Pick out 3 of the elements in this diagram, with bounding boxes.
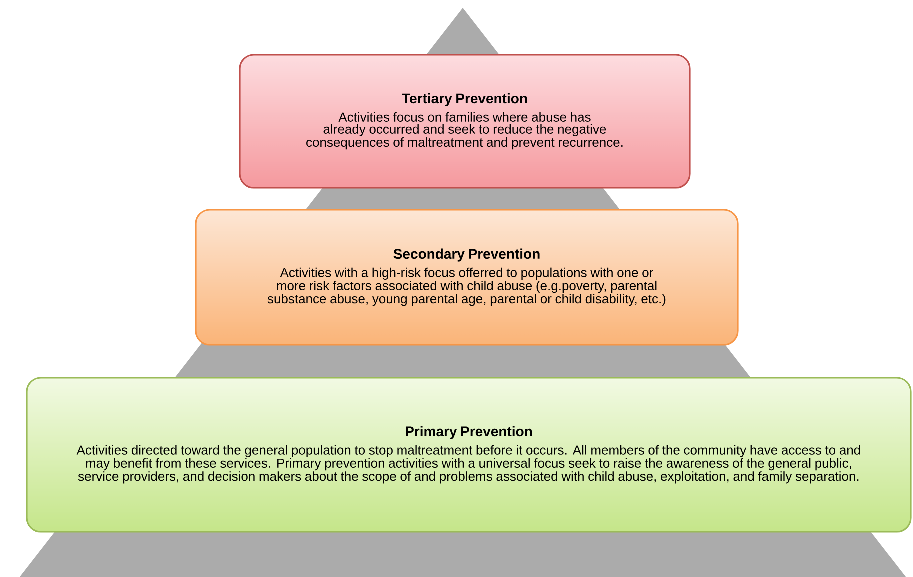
prevention-box: Tertiary Prevention Activities focus on families where abuse has already occurred and seek to reduce the negative consequences of maltreatment and prevent recurrence.	[239, 54, 691, 189]
prevention-box: Primary Prevention Activities directed toward the general population to stop maltreatment before it occurs. All members of the community have access to and may benefit from these services. Primary prevention activities with a universal focus seek to raise the awareness of the general public, service providers, and decision makers about the scope of and problems associated with child abuse, exploitation, and family separation.	[26, 377, 912, 533]
prevention-box: Secondary Prevention Activities with a high-risk focus offerred to populations with one or more risk factors associated with child abuse (e.g.poverty, parental substance abuse, young parental age, parental or child disability, etc.)	[195, 209, 739, 346]
